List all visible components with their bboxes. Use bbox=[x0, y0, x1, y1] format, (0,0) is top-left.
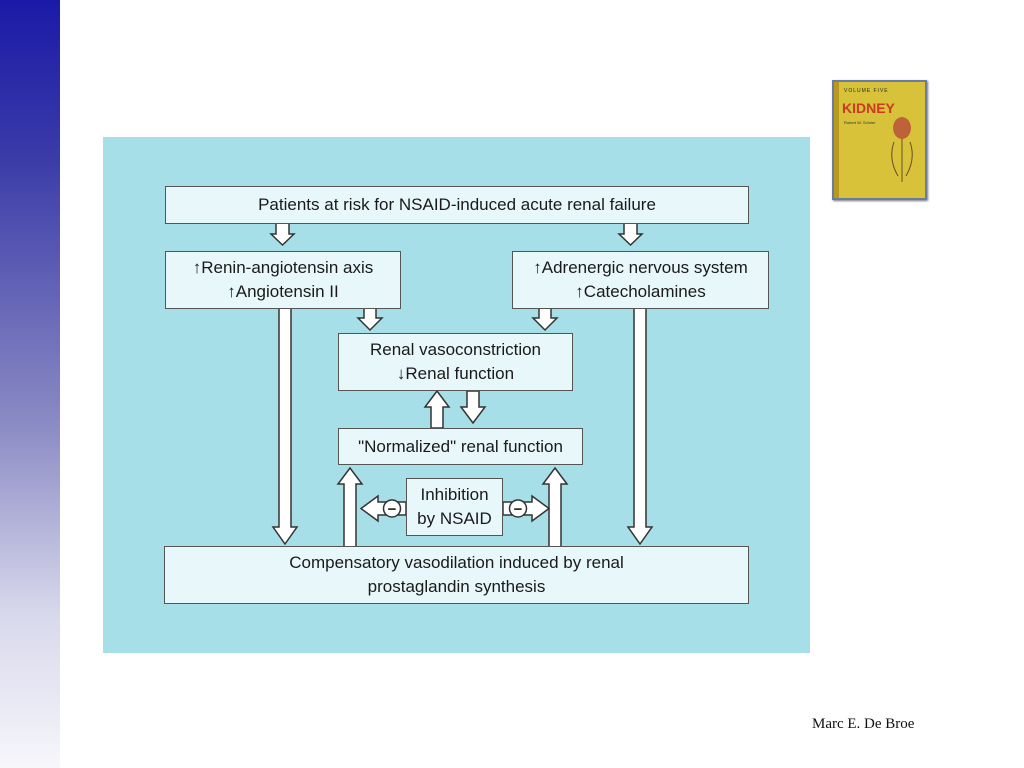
vasodilation-line-1: Compensatory vasodilation induced by ren… bbox=[289, 553, 624, 572]
normalized-renal-function-label: "Normalized" renal function bbox=[358, 436, 563, 456]
book-title: KIDNEY bbox=[842, 100, 895, 116]
vasodilation-line-2: prostaglandin synthesis bbox=[367, 577, 546, 596]
inhibition-line-2: by NSAID bbox=[417, 509, 492, 528]
renin-angiotensin-box: ↑Renin-angiotensin axis ↑Angiotensin II bbox=[165, 251, 401, 309]
author-credit: Marc E. De Broe bbox=[812, 716, 915, 732]
arrow-bottom-to-normalized-left bbox=[336, 466, 364, 548]
slide-sidebar-gradient bbox=[0, 0, 60, 768]
arrow-middle-to-normalized bbox=[459, 390, 487, 425]
adrenergic-line-2: ↑Catecholamines bbox=[575, 282, 706, 301]
diagram-arrows: − − bbox=[269, 222, 654, 548]
arrow-top-to-left bbox=[269, 222, 296, 247]
arrow-top-to-right bbox=[617, 222, 644, 247]
renin-angiotensin-line-1: ↑Renin-angiotensin axis bbox=[192, 258, 374, 277]
arrow-normalized-to-middle bbox=[423, 389, 451, 429]
renal-vasoconstriction-box: Renal vasoconstriction ↓Renal function bbox=[338, 333, 573, 391]
adrenergic-system-box: ↑Adrenergic nervous system ↑Catecholamin… bbox=[512, 251, 769, 309]
inhibitor-sign-right: − bbox=[514, 501, 523, 518]
vasoconstriction-line-2: ↓Renal function bbox=[396, 364, 515, 383]
at-risk-patients-box: Patients at risk for NSAID-induced acute… bbox=[165, 186, 749, 224]
inhibition-by-nsaid-box: Inhibition by NSAID bbox=[406, 478, 503, 536]
inhibitor-sign-left: − bbox=[388, 501, 397, 518]
book-editor: Robert W. Schrier bbox=[844, 120, 876, 125]
arrow-bottom-to-normalized-right bbox=[541, 466, 569, 548]
normalized-renal-function-box: "Normalized" renal function bbox=[338, 428, 583, 465]
adrenergic-line-1: ↑Adrenergic nervous system bbox=[533, 258, 748, 277]
at-risk-patients-label: Patients at risk for NSAID-induced acute… bbox=[258, 195, 656, 214]
inhibitor-circle-right bbox=[508, 499, 528, 518]
arrow-left-to-bottom bbox=[271, 305, 299, 546]
renin-angiotensin-line-2: ↑Angiotensin II bbox=[227, 282, 339, 301]
compensatory-vasodilation-box: Compensatory vasodilation induced by ren… bbox=[164, 546, 749, 604]
arrow-right-to-middle bbox=[531, 305, 559, 332]
kidney-book-cover-image: VOLUME FIVE KIDNEY Robert W. Schrier bbox=[832, 80, 927, 200]
vasoconstriction-line-1: Renal vasoconstriction bbox=[369, 340, 542, 359]
book-volume-label: VOLUME FIVE bbox=[844, 88, 889, 94]
inhibitor-circle-left bbox=[382, 499, 402, 518]
kidney-illustration-icon bbox=[891, 117, 913, 182]
arrow-left-to-middle bbox=[356, 305, 384, 332]
book-spine-stripe bbox=[834, 82, 839, 198]
arrow-right-to-bottom bbox=[626, 305, 654, 546]
inhibition-line-1: Inhibition bbox=[420, 485, 489, 504]
nsaid-renal-failure-diagram: − − Patients at risk for NSAID-induced a… bbox=[103, 137, 810, 653]
